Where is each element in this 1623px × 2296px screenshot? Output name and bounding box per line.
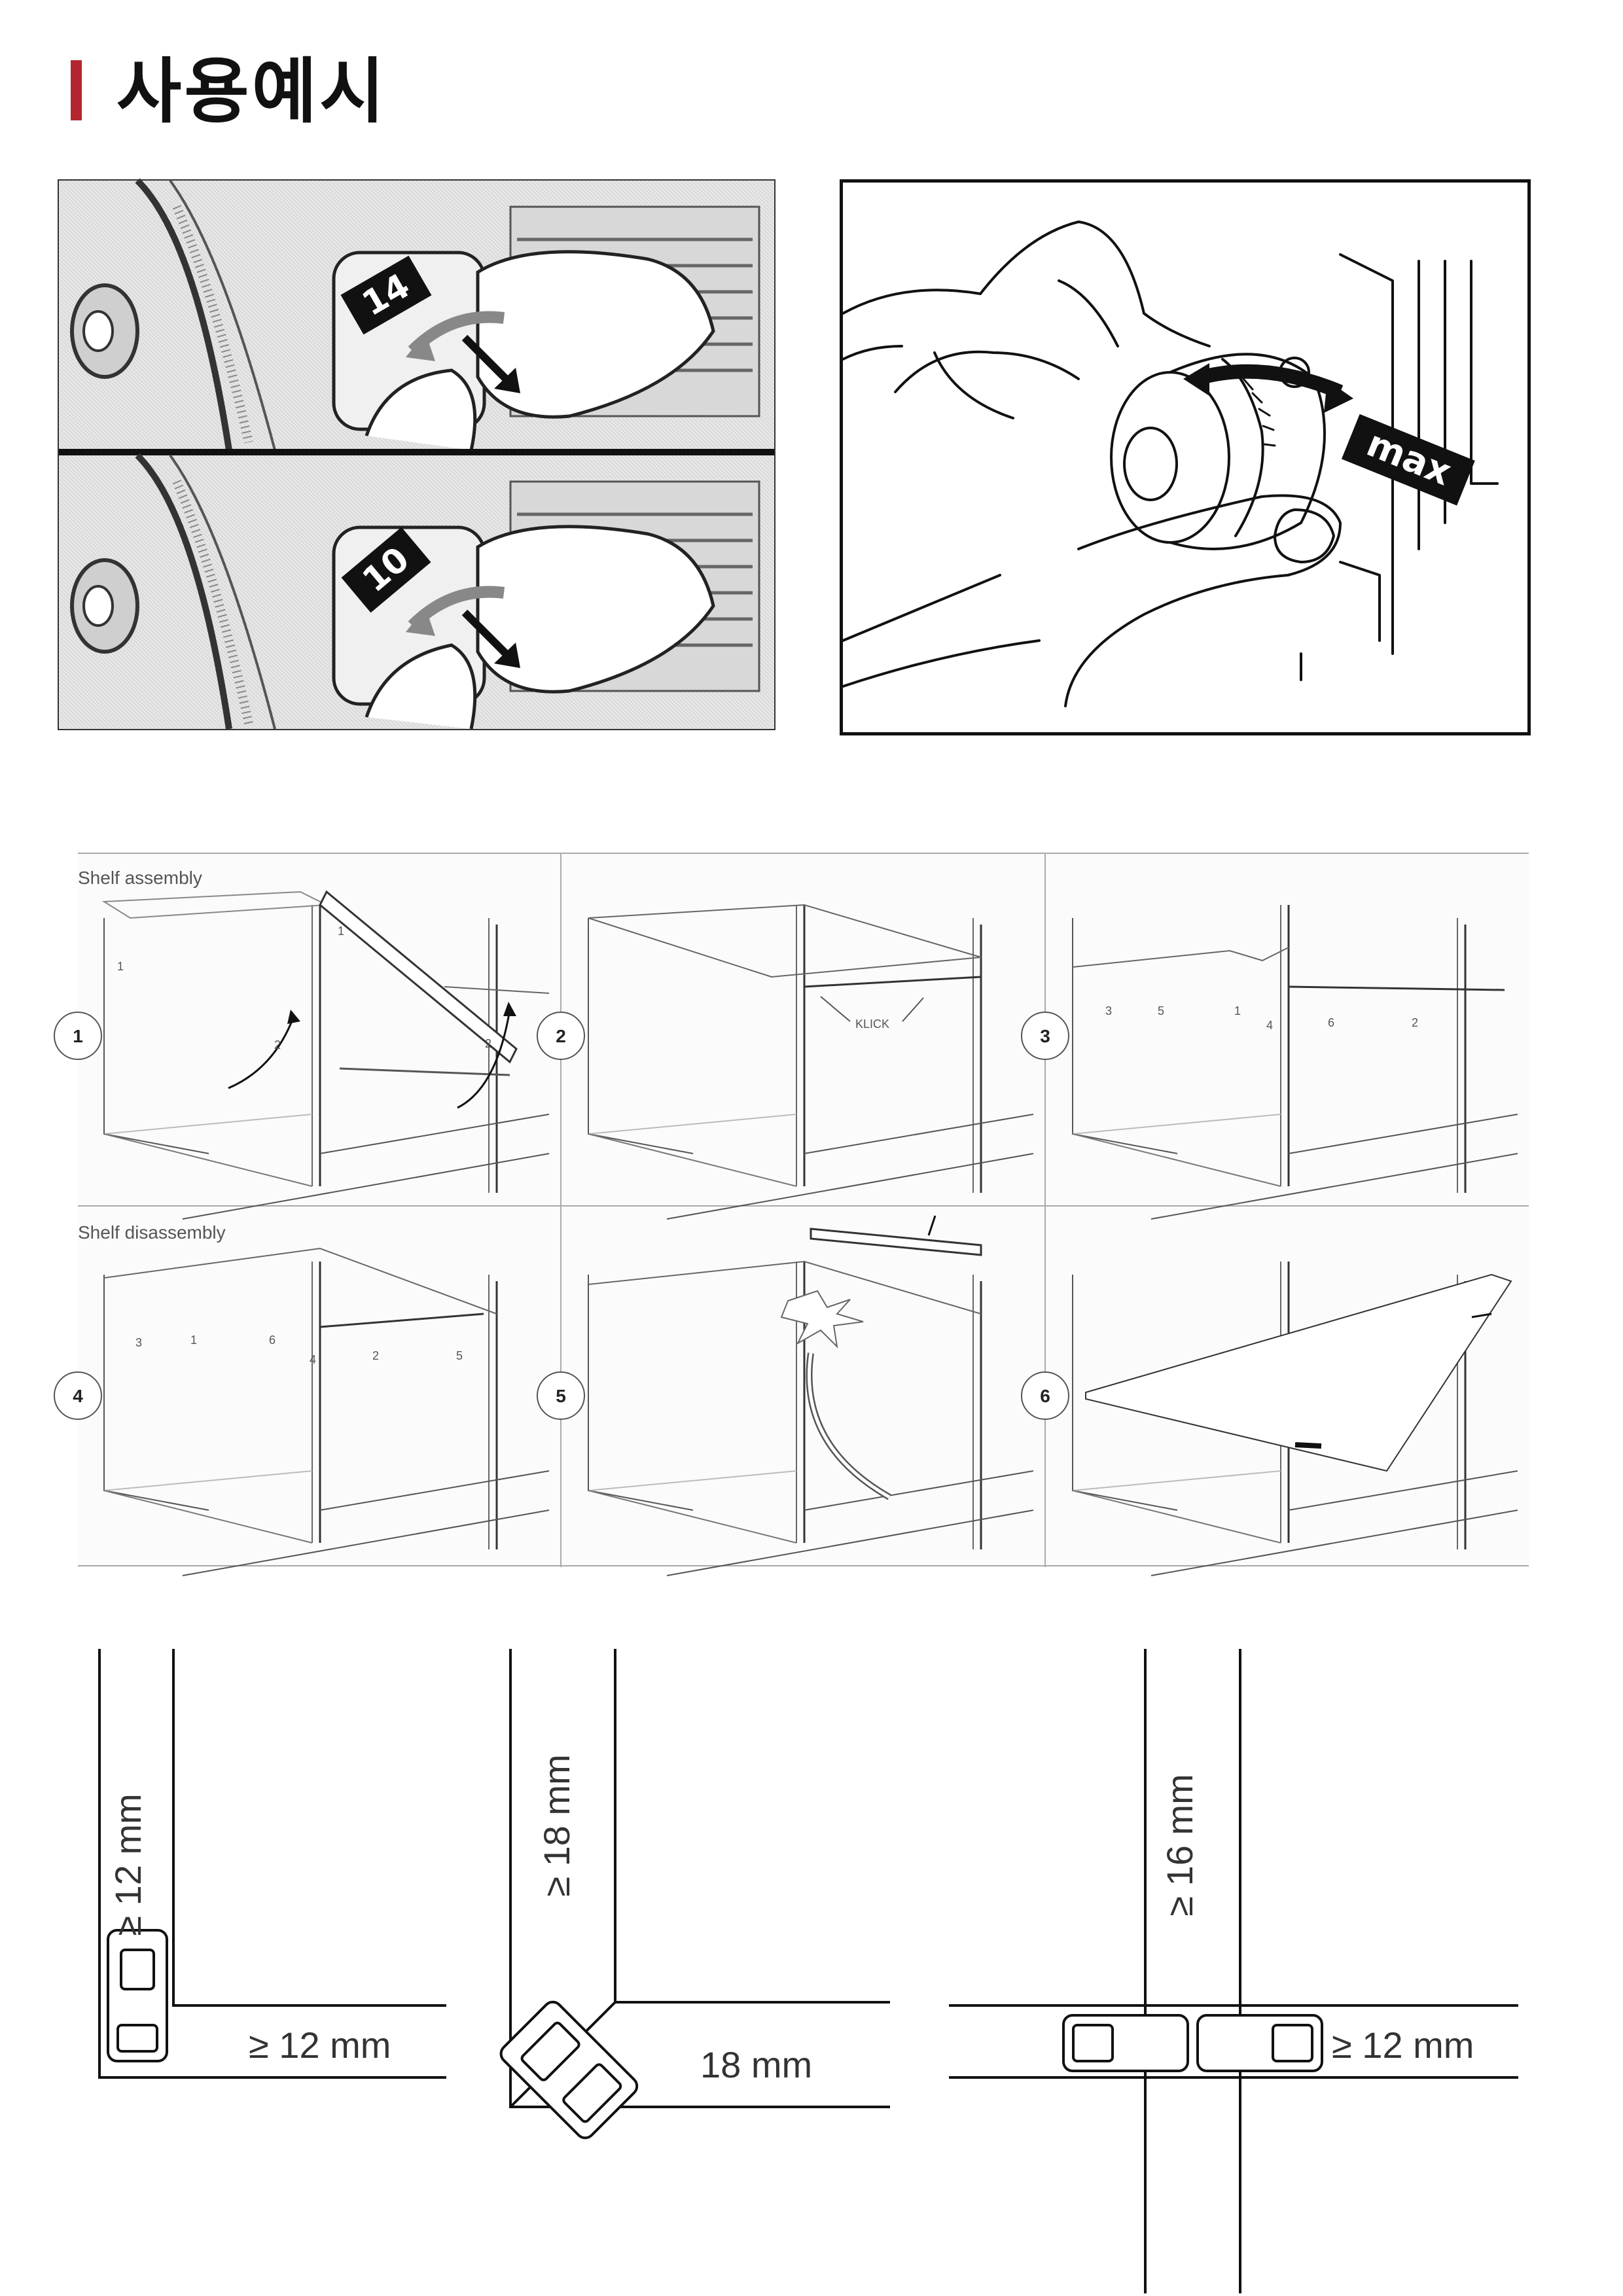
part-mark: 2 [372, 1349, 379, 1362]
dimension-diagrams: ≥ 12 mm ≥ 12 mm ≥ 18 mm 18 mm ≥ 16 mm ≥ … [0, 1649, 1623, 2293]
part-mark: 5 [456, 1349, 463, 1362]
dim-label-2-horizontal: 18 mm [700, 2044, 812, 2085]
dial-photo-bottom: 10 [59, 453, 774, 730]
step-number-2: 2 [556, 1026, 566, 1046]
dim-label-2-vertical: ≥ 18 mm [536, 1754, 577, 1896]
part-mark: 6 [1328, 1016, 1334, 1029]
part-mark: 2 [1412, 1016, 1418, 1029]
part-mark: 1 [117, 960, 124, 973]
shelf-instruction-grid: Shelf assembly Shelf disassembly 1 1 1 2… [54, 853, 1529, 1577]
dim-label-3-horizontal: ≥ 12 mm [1332, 2024, 1474, 2066]
step-number-3: 3 [1040, 1026, 1050, 1046]
part-mark: 3 [1105, 1004, 1112, 1017]
part-mark: 3 [135, 1336, 142, 1349]
dial-adjustment-photo: 14 10 [58, 178, 776, 730]
disassembly-step-4: 4 3 1 6 4 2 5 [54, 1247, 550, 1577]
assembly-step-2: 2 KLICK [537, 904, 1035, 1220]
assembly-step-3: 3 3 5 1 4 6 2 [1021, 904, 1519, 1220]
dim-label-1-vertical: ≥ 12 mm [107, 1793, 149, 1935]
shelf-assembly-label: Shelf assembly [78, 868, 202, 888]
part-mark: 2 [485, 1037, 491, 1050]
title-accent-bar [71, 60, 82, 120]
part-mark: 6 [269, 1333, 276, 1347]
photo-divider [59, 449, 774, 455]
part-mark: 2 [274, 1038, 281, 1051]
part-mark: 4 [1266, 1019, 1273, 1032]
dial-photo-top: 14 [59, 178, 774, 451]
disassembly-step-5: 5 [537, 1215, 1035, 1577]
dim-label-1-horizontal: ≥ 12 mm [249, 2024, 391, 2066]
max-dial-illustration: max [840, 179, 1531, 735]
page-title: 사용예시 [116, 51, 387, 133]
klick-label: KLICK [855, 1017, 889, 1031]
step-number-1: 1 [73, 1026, 83, 1046]
step-number-5: 5 [556, 1386, 566, 1406]
part-mark: 4 [310, 1353, 316, 1366]
shelf-disassembly-label: Shelf disassembly [78, 1222, 226, 1243]
part-mark: 1 [190, 1333, 197, 1347]
step-number-6: 6 [1040, 1386, 1050, 1406]
part-mark: 5 [1158, 1004, 1164, 1017]
disassembly-step-6: 6 [1021, 1260, 1519, 1577]
dim-label-3-vertical: ≥ 16 mm [1159, 1774, 1200, 1916]
assembly-step-1: 1 1 1 2 2 [54, 890, 550, 1220]
step-number-4: 4 [73, 1386, 83, 1406]
part-mark: 1 [338, 925, 344, 938]
part-mark: 1 [1234, 1004, 1241, 1017]
